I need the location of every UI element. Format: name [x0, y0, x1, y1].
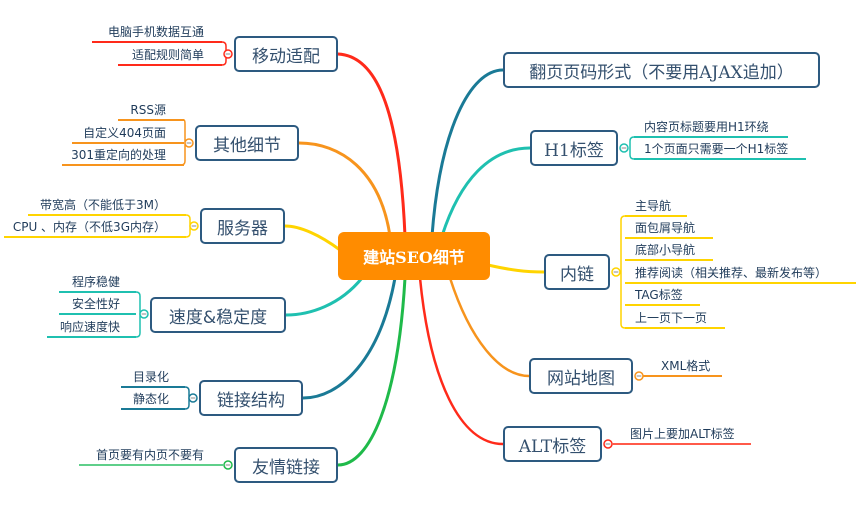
subtopic[interactable]: 适配规则简单: [118, 47, 222, 66]
subtopic[interactable]: 推荐阅读（相关推荐、最新发布等）: [625, 265, 856, 284]
topic-friend-links[interactable]: 友情链接: [234, 447, 338, 483]
subtopic[interactable]: 程序稳健: [59, 274, 136, 293]
subtopic[interactable]: 1个页面只需要一个H1标签: [634, 141, 806, 160]
subtopic[interactable]: RSS源: [118, 102, 184, 121]
central-topic[interactable]: 建站SEO细节: [338, 232, 490, 280]
subtopic[interactable]: 首页要有内页不要有: [79, 447, 224, 466]
topic-pagination[interactable]: 翻页页码形式（不要用AJAX追加）: [503, 52, 820, 88]
subtopic[interactable]: 底部小导航: [625, 242, 713, 261]
subtopic[interactable]: XML格式: [643, 358, 722, 377]
topic-h1-tag[interactable]: H1标签: [530, 130, 618, 166]
topic-mobile-adaptation[interactable]: 移动适配: [234, 36, 338, 72]
subtopic[interactable]: 主导航: [625, 198, 687, 217]
subtopic[interactable]: TAG标签: [625, 287, 700, 306]
subtopic[interactable]: 带宽高（不能低于3M）: [28, 197, 186, 216]
subtopic[interactable]: 响应速度快: [47, 319, 136, 338]
topic-internal-links[interactable]: 内链: [544, 254, 610, 290]
subtopic[interactable]: 电脑手机数据互通: [92, 24, 222, 43]
subtopic[interactable]: 自定义404页面: [72, 125, 184, 144]
subtopic[interactable]: 图片上要加ALT标签: [612, 426, 751, 445]
topic-sitemap[interactable]: 网站地图: [529, 358, 633, 394]
subtopic[interactable]: 301重定向的处理: [62, 147, 184, 166]
topic-alt-tag[interactable]: ALT标签: [503, 426, 602, 462]
topic-speed-stability[interactable]: 速度&稳定度: [150, 297, 286, 333]
topic-server[interactable]: 服务器: [200, 208, 285, 244]
subtopic[interactable]: 内容页标题要用H1环绕: [634, 119, 788, 138]
subtopic[interactable]: 面包屑导航: [625, 220, 713, 239]
subtopic[interactable]: 目录化: [121, 369, 185, 388]
subtopic[interactable]: 静态化: [121, 391, 185, 410]
subtopic[interactable]: 上一页下一页: [625, 310, 725, 329]
topic-link-structure[interactable]: 链接结构: [199, 380, 303, 416]
topic-other-details[interactable]: 其他细节: [195, 125, 299, 161]
subtopic[interactable]: 安全性好: [59, 296, 136, 315]
subtopic[interactable]: CPU 、内存（不低3G内存）: [4, 219, 186, 238]
